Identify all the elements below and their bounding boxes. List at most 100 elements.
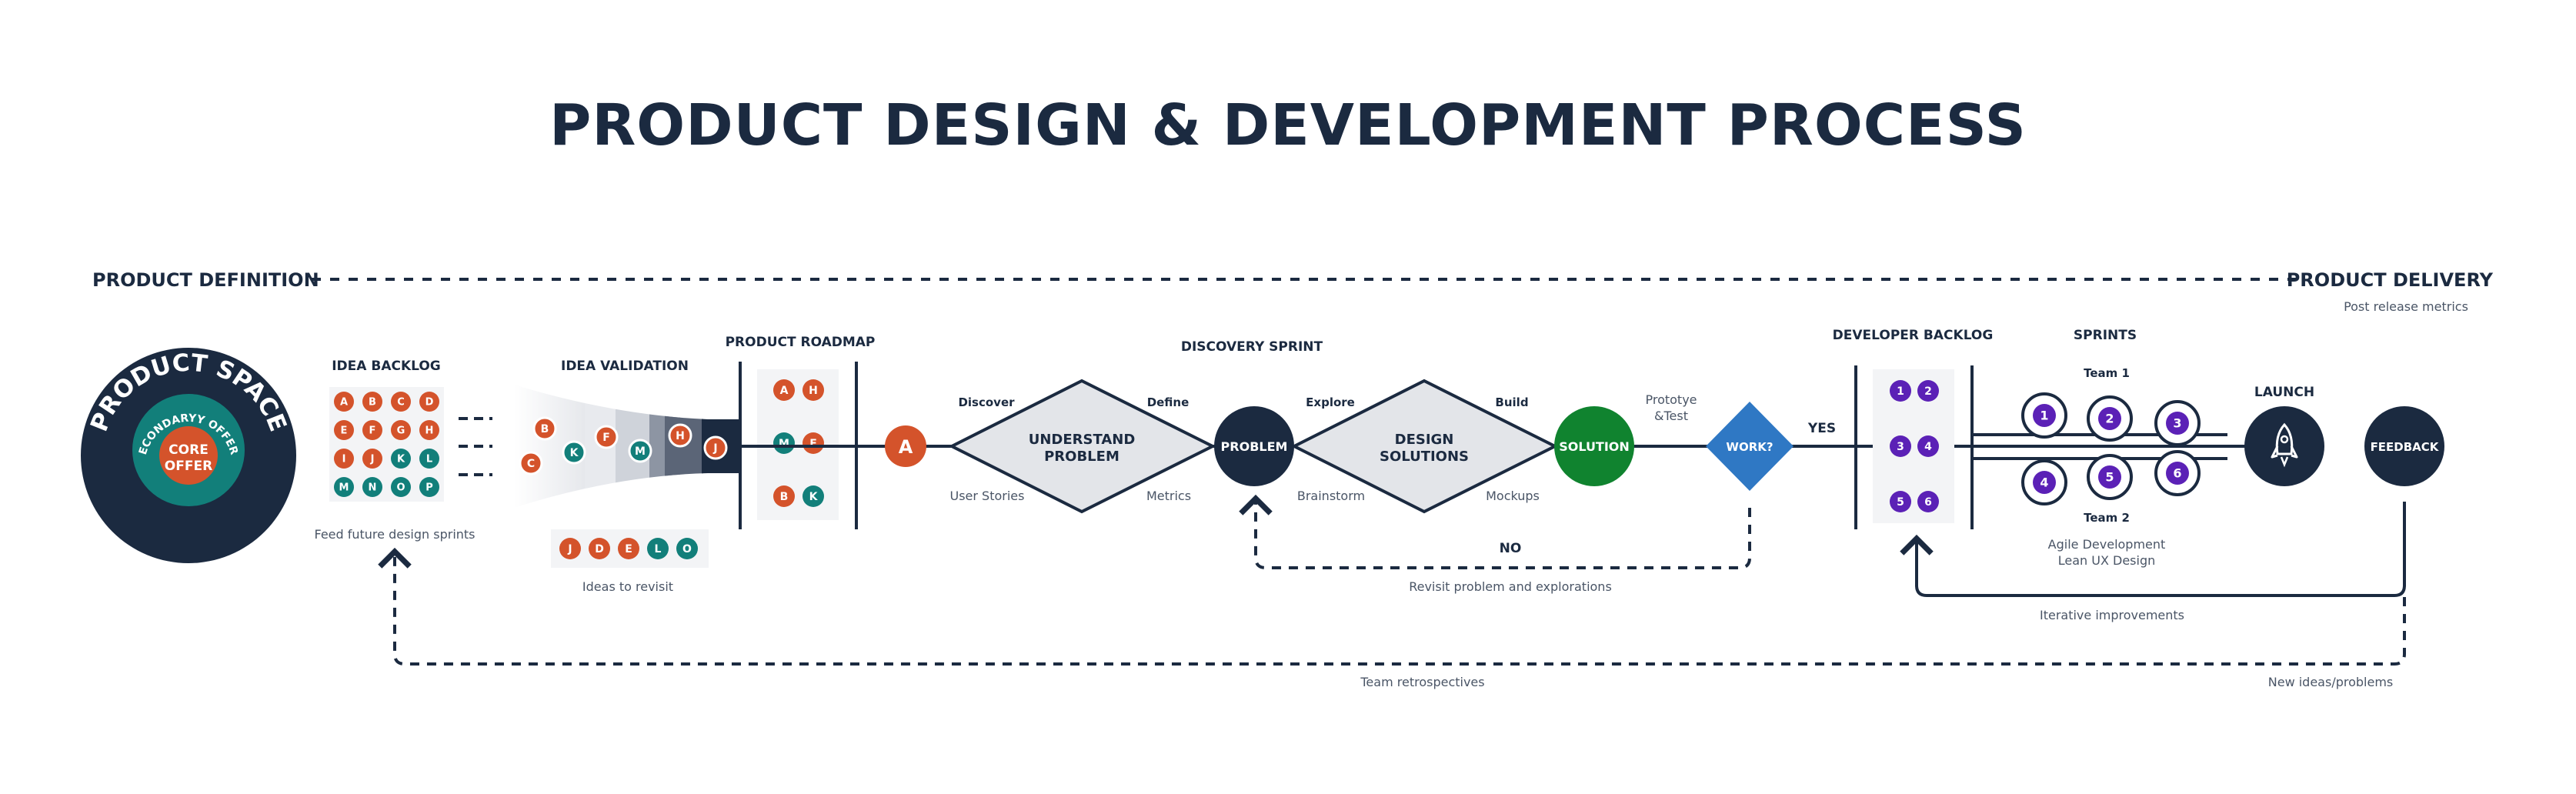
understand-problem-label-2: PROBLEM	[1044, 449, 1119, 465]
sprint-team1-item-3-label: 3	[2173, 416, 2181, 431]
design-solutions-label-1: DESIGN	[1395, 432, 1454, 448]
prototype-label-2: &Test	[1654, 409, 1688, 423]
backlog-idea-d-label: D	[425, 397, 434, 409]
roadmap-idea-h-label: H	[809, 385, 818, 397]
backlog-idea-i: I	[329, 444, 359, 473]
revisit-idea-l: L	[647, 538, 669, 559]
roadmap-idea-k-label: K	[809, 491, 819, 503]
backlog-idea-d: D	[415, 387, 444, 416]
revisit-idea-l-label: L	[655, 543, 662, 555]
backlog-idea-o: O	[386, 472, 415, 502]
roadmap-idea-b-label: B	[780, 491, 789, 503]
discovery-sprint-label: DISCOVERY SPRINT	[1181, 339, 1323, 355]
backlog-idea-g: G	[386, 415, 415, 445]
launch-node	[2244, 406, 2324, 486]
dev-backlog-item-6: 6	[1917, 491, 1939, 512]
sprint-team2-item-4: 4	[2021, 459, 2067, 505]
yes-label: YES	[1807, 421, 1836, 436]
backlog-idea-b-label: B	[369, 397, 376, 409]
sprint-team2-item-4-label: 4	[2040, 475, 2048, 490]
validation-idea-j: J	[703, 435, 728, 460]
revisit-idea-e-label: E	[625, 543, 632, 555]
developer-backlog-label: DEVELOPER BACKLOG	[1833, 328, 1994, 343]
page-title: PRODUCT DESIGN & DEVELOPMENT PROCESS	[549, 92, 2027, 158]
backlog-idea-f: F	[358, 415, 387, 445]
sprint-team2-item-5-label: 5	[2105, 470, 2114, 485]
core-offer-label-2: OFFER	[165, 459, 212, 474]
sprint-team1-item-1: 1	[2021, 392, 2067, 439]
product-roadmap-label: PRODUCT ROADMAP	[726, 335, 876, 350]
team-retrospectives-note: Team retrospectives	[1360, 675, 1484, 689]
dev-backlog-item-5: 5	[1890, 491, 1911, 512]
dev-backlog-item-3-label: 3	[1897, 441, 1904, 453]
solution-node	[1554, 406, 1634, 486]
sprint-team1-item-3: 3	[2154, 400, 2201, 446]
backlog-idea-n-label: N	[369, 482, 377, 494]
dev-backlog-item-3: 3	[1890, 435, 1911, 457]
no-label: NO	[1500, 541, 1522, 556]
backlog-idea-k-label: K	[397, 454, 405, 465]
define-label: Define	[1147, 395, 1190, 409]
dev-backlog-item-1-label: 1	[1897, 385, 1904, 398]
work-decision-label: WORK?	[1726, 440, 1773, 454]
backlog-idea-e-label: E	[341, 425, 348, 437]
iterative-improvements-note: Iterative improvements	[2040, 608, 2184, 622]
backlog-idea-b: B	[358, 387, 387, 416]
team2-label: Team 2	[2084, 511, 2130, 525]
validation-idea-c-label: C	[527, 458, 535, 470]
new-ideas-problems-note: New ideas/problems	[2268, 675, 2394, 689]
feedback-node-label: FEEDBACK	[2371, 440, 2440, 454]
problem-node	[1214, 406, 1294, 486]
roadmap-idea-m-label: M	[779, 438, 789, 450]
core-offer-circle	[159, 426, 218, 485]
discover-label: Discover	[958, 395, 1015, 409]
roadmap-idea-a: A	[773, 379, 795, 401]
roadmap-idea-b: B	[773, 485, 795, 507]
explore-label: Explore	[1306, 395, 1355, 409]
backlog-idea-l: L	[415, 444, 444, 473]
problem-node-label: PROBLEM	[1221, 439, 1288, 454]
design-solutions-label-2: SOLUTIONS	[1380, 449, 1469, 465]
dev-backlog-item-2: 2	[1917, 380, 1939, 402]
backlog-idea-p-label: P	[425, 482, 433, 494]
phase-delivery-label: PRODUCT DELIVERY	[2287, 269, 2494, 291]
feed-future-sprints-note: Feed future design sprints	[314, 527, 475, 542]
ideas-to-revisit-note: Ideas to revisit	[582, 579, 673, 594]
backlog-idea-h-label: H	[425, 425, 434, 437]
post-release-metrics-note: Post release metrics	[2344, 299, 2468, 314]
dev-backlog-item-4-label: 4	[1924, 441, 1932, 453]
start-node-a-label: A	[899, 436, 913, 458]
phase-definition-label: PRODUCT DEFINITION	[92, 269, 319, 291]
backlog-idea-o-label: O	[396, 482, 405, 494]
feedback-node	[2364, 406, 2444, 486]
validation-idea-b: B	[532, 416, 557, 441]
backlog-idea-n: N	[358, 472, 387, 502]
brainstorm-label: Brainstorm	[1297, 489, 1365, 503]
roadmap-items: A H M F B K	[773, 379, 824, 507]
roadmap-idea-h: H	[802, 379, 824, 401]
validation-idea-m: M	[628, 439, 652, 463]
work-decision-diamond	[1706, 402, 1794, 491]
metrics-label: Metrics	[1146, 489, 1191, 503]
lean-ux-note: Lean UX Design	[2058, 553, 2156, 568]
sprint-team2-item-6-label: 6	[2173, 466, 2181, 481]
validation-idea-c: C	[519, 451, 543, 475]
revisit-idea-j-label: J	[567, 543, 572, 555]
backlog-idea-j: J	[358, 444, 387, 473]
dev-backlog-card	[1873, 369, 1954, 523]
roadmap-idea-f: F	[802, 432, 824, 454]
launch-label: LAUNCH	[2254, 385, 2314, 400]
dev-backlog-item-5-label: 5	[1897, 496, 1904, 509]
understand-problem-label-1: UNDERSTAND	[1029, 432, 1136, 448]
backlog-idea-i-label: I	[342, 454, 346, 465]
backlog-idea-m-label: M	[339, 482, 349, 494]
backlog-idea-f-label: F	[369, 425, 376, 437]
rocket-icon	[2271, 422, 2298, 468]
user-stories-label: User Stories	[950, 489, 1025, 503]
revisit-idea-d: D	[589, 538, 610, 559]
backlog-idea-a: A	[329, 387, 359, 416]
sprint-team2-item-6: 6	[2154, 450, 2201, 496]
understand-problem-diamond	[948, 379, 1216, 514]
